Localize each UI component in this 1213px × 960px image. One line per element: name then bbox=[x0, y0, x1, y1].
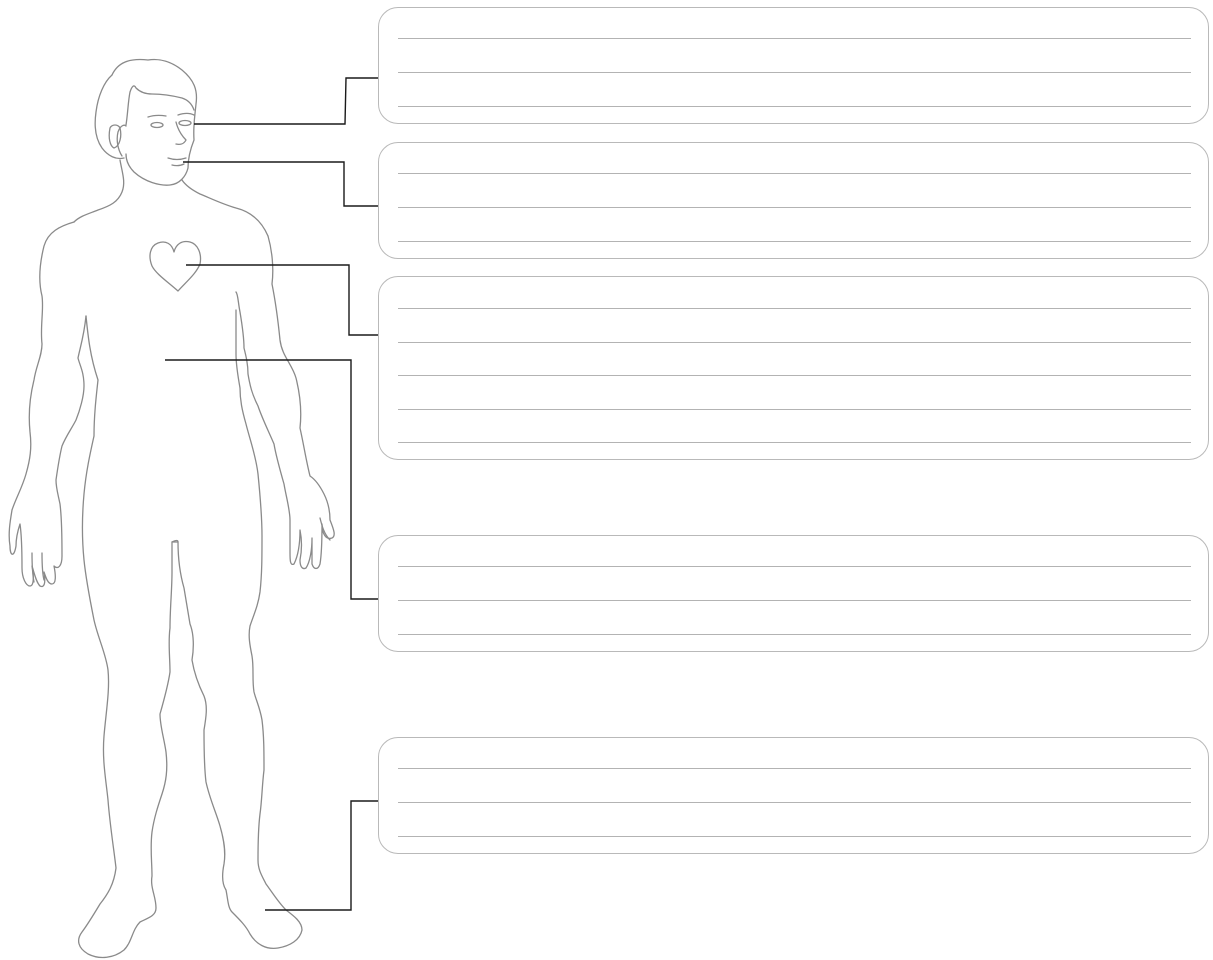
feet-answer-box[interactable] bbox=[378, 737, 1209, 854]
writing-line bbox=[398, 600, 1191, 601]
mouth-answer-box[interactable] bbox=[378, 142, 1209, 259]
writing-line bbox=[398, 836, 1191, 837]
writing-line bbox=[398, 207, 1191, 208]
writing-line bbox=[398, 409, 1191, 410]
heart-answer-box[interactable] bbox=[378, 276, 1209, 460]
writing-line bbox=[398, 768, 1191, 769]
writing-line bbox=[398, 241, 1191, 242]
stomach-leader-line bbox=[165, 360, 378, 599]
eyes-answer-box[interactable] bbox=[378, 7, 1209, 124]
leader-lines bbox=[0, 0, 380, 960]
writing-line bbox=[398, 375, 1191, 376]
writing-line bbox=[398, 342, 1191, 343]
writing-line bbox=[398, 173, 1191, 174]
writing-line bbox=[398, 802, 1191, 803]
writing-line bbox=[398, 308, 1191, 309]
writing-line bbox=[398, 442, 1191, 443]
feet-leader-line bbox=[265, 801, 378, 910]
eyes-leader-line bbox=[194, 78, 378, 124]
mouth-leader-line bbox=[183, 162, 378, 206]
heart-leader-line bbox=[186, 265, 378, 335]
writing-line bbox=[398, 566, 1191, 567]
writing-line bbox=[398, 72, 1191, 73]
writing-line bbox=[398, 38, 1191, 39]
writing-line bbox=[398, 106, 1191, 107]
writing-line bbox=[398, 634, 1191, 635]
stomach-answer-box[interactable] bbox=[378, 535, 1209, 652]
